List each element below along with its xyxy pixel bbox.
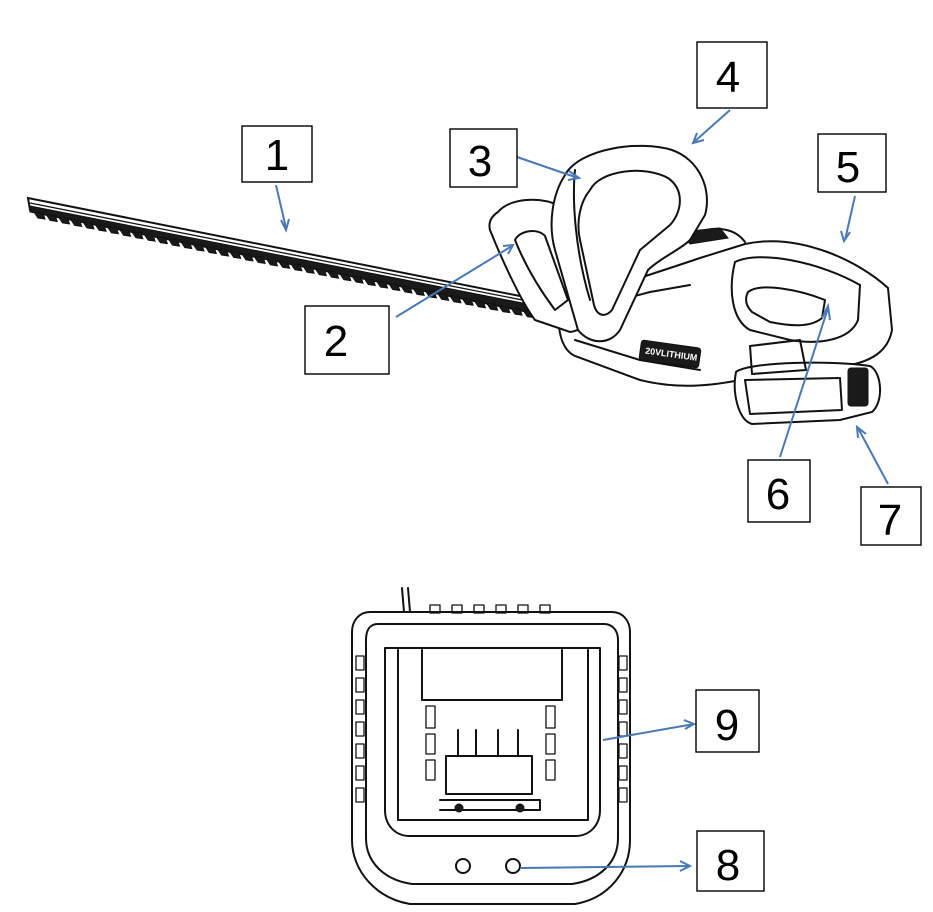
callout-6: 6 [747, 459, 811, 523]
blade-tooth [57, 216, 71, 225]
callout-1: 1 [241, 125, 313, 183]
blade-tooth [302, 265, 315, 274]
blade-tooth [314, 268, 328, 277]
callout-3-label: 3 [468, 137, 492, 186]
blade-tooth [204, 245, 217, 255]
blade [26, 196, 572, 326]
blade-tooth [289, 263, 303, 272]
callout-7: 7 [860, 486, 922, 546]
callout-5-label: 5 [836, 143, 860, 192]
blade-tooth [118, 228, 132, 237]
blade-tooth [461, 297, 474, 306]
blade-tooth [436, 292, 450, 301]
callout-9-label: 9 [715, 701, 739, 750]
battery-charger-drawing [351, 587, 631, 905]
blade-tooth [45, 213, 58, 223]
blade-tooth [338, 273, 352, 282]
blade-tooth [473, 300, 487, 309]
blade-tooth [363, 277, 377, 287]
blade-tooth [106, 226, 120, 235]
blade-tooth [253, 255, 266, 264]
callout-8: 8 [696, 830, 765, 892]
blade-tooth [510, 307, 523, 316]
hedge-trimmer-drawing: 20VLITHIUM [26, 144, 894, 426]
callout-3: 3 [449, 128, 518, 188]
blade-tooth [94, 223, 107, 232]
blade-tooth [32, 211, 46, 220]
callout-8-label: 8 [716, 841, 740, 890]
blade-tooth [277, 260, 291, 269]
callout-2-label: 2 [324, 317, 348, 366]
blade-tooth [351, 275, 364, 284]
battery-pack [733, 339, 881, 426]
blade-tooth [155, 236, 169, 245]
blade-tooth [81, 221, 95, 230]
charger-side-slots [355, 655, 628, 803]
blade-tooth [240, 253, 254, 262]
blade-tooth [143, 233, 156, 242]
callout-7-label: 7 [878, 496, 902, 545]
indicator-lights [455, 858, 521, 874]
blade-tooth [497, 305, 511, 314]
blade-tooth [424, 290, 438, 299]
callout-4: 4 [696, 41, 768, 109]
callout-2: 2 [304, 305, 390, 375]
callout-9: 9 [695, 689, 760, 753]
leader-lines [275, 109, 889, 872]
blade-tooth [387, 282, 401, 292]
charger-top-ridges [429, 604, 551, 614]
loop-handle [550, 144, 708, 343]
callout-6-label: 6 [766, 470, 790, 519]
blade-tooth [265, 258, 279, 267]
battery-label: 20VLITHIUM [638, 339, 702, 369]
blade-tooth [375, 280, 389, 289]
blade-tooth [130, 231, 144, 240]
blade-tooth [326, 270, 340, 279]
blade-tooth [448, 295, 462, 304]
blade-tooth [412, 287, 425, 297]
callout-1-label: 1 [265, 131, 289, 180]
blade-tooth [228, 250, 242, 260]
rear-handle [730, 256, 862, 343]
callout-5: 5 [817, 133, 887, 193]
callout-4-label: 4 [716, 53, 740, 102]
blade-tooth [167, 238, 181, 247]
blade-tooth [179, 240, 193, 250]
blade-tooth [399, 285, 413, 294]
blade-tooth [69, 218, 83, 228]
blade-tooth [485, 302, 499, 311]
blade-tooth [192, 243, 205, 252]
blade-tooth [216, 248, 230, 257]
